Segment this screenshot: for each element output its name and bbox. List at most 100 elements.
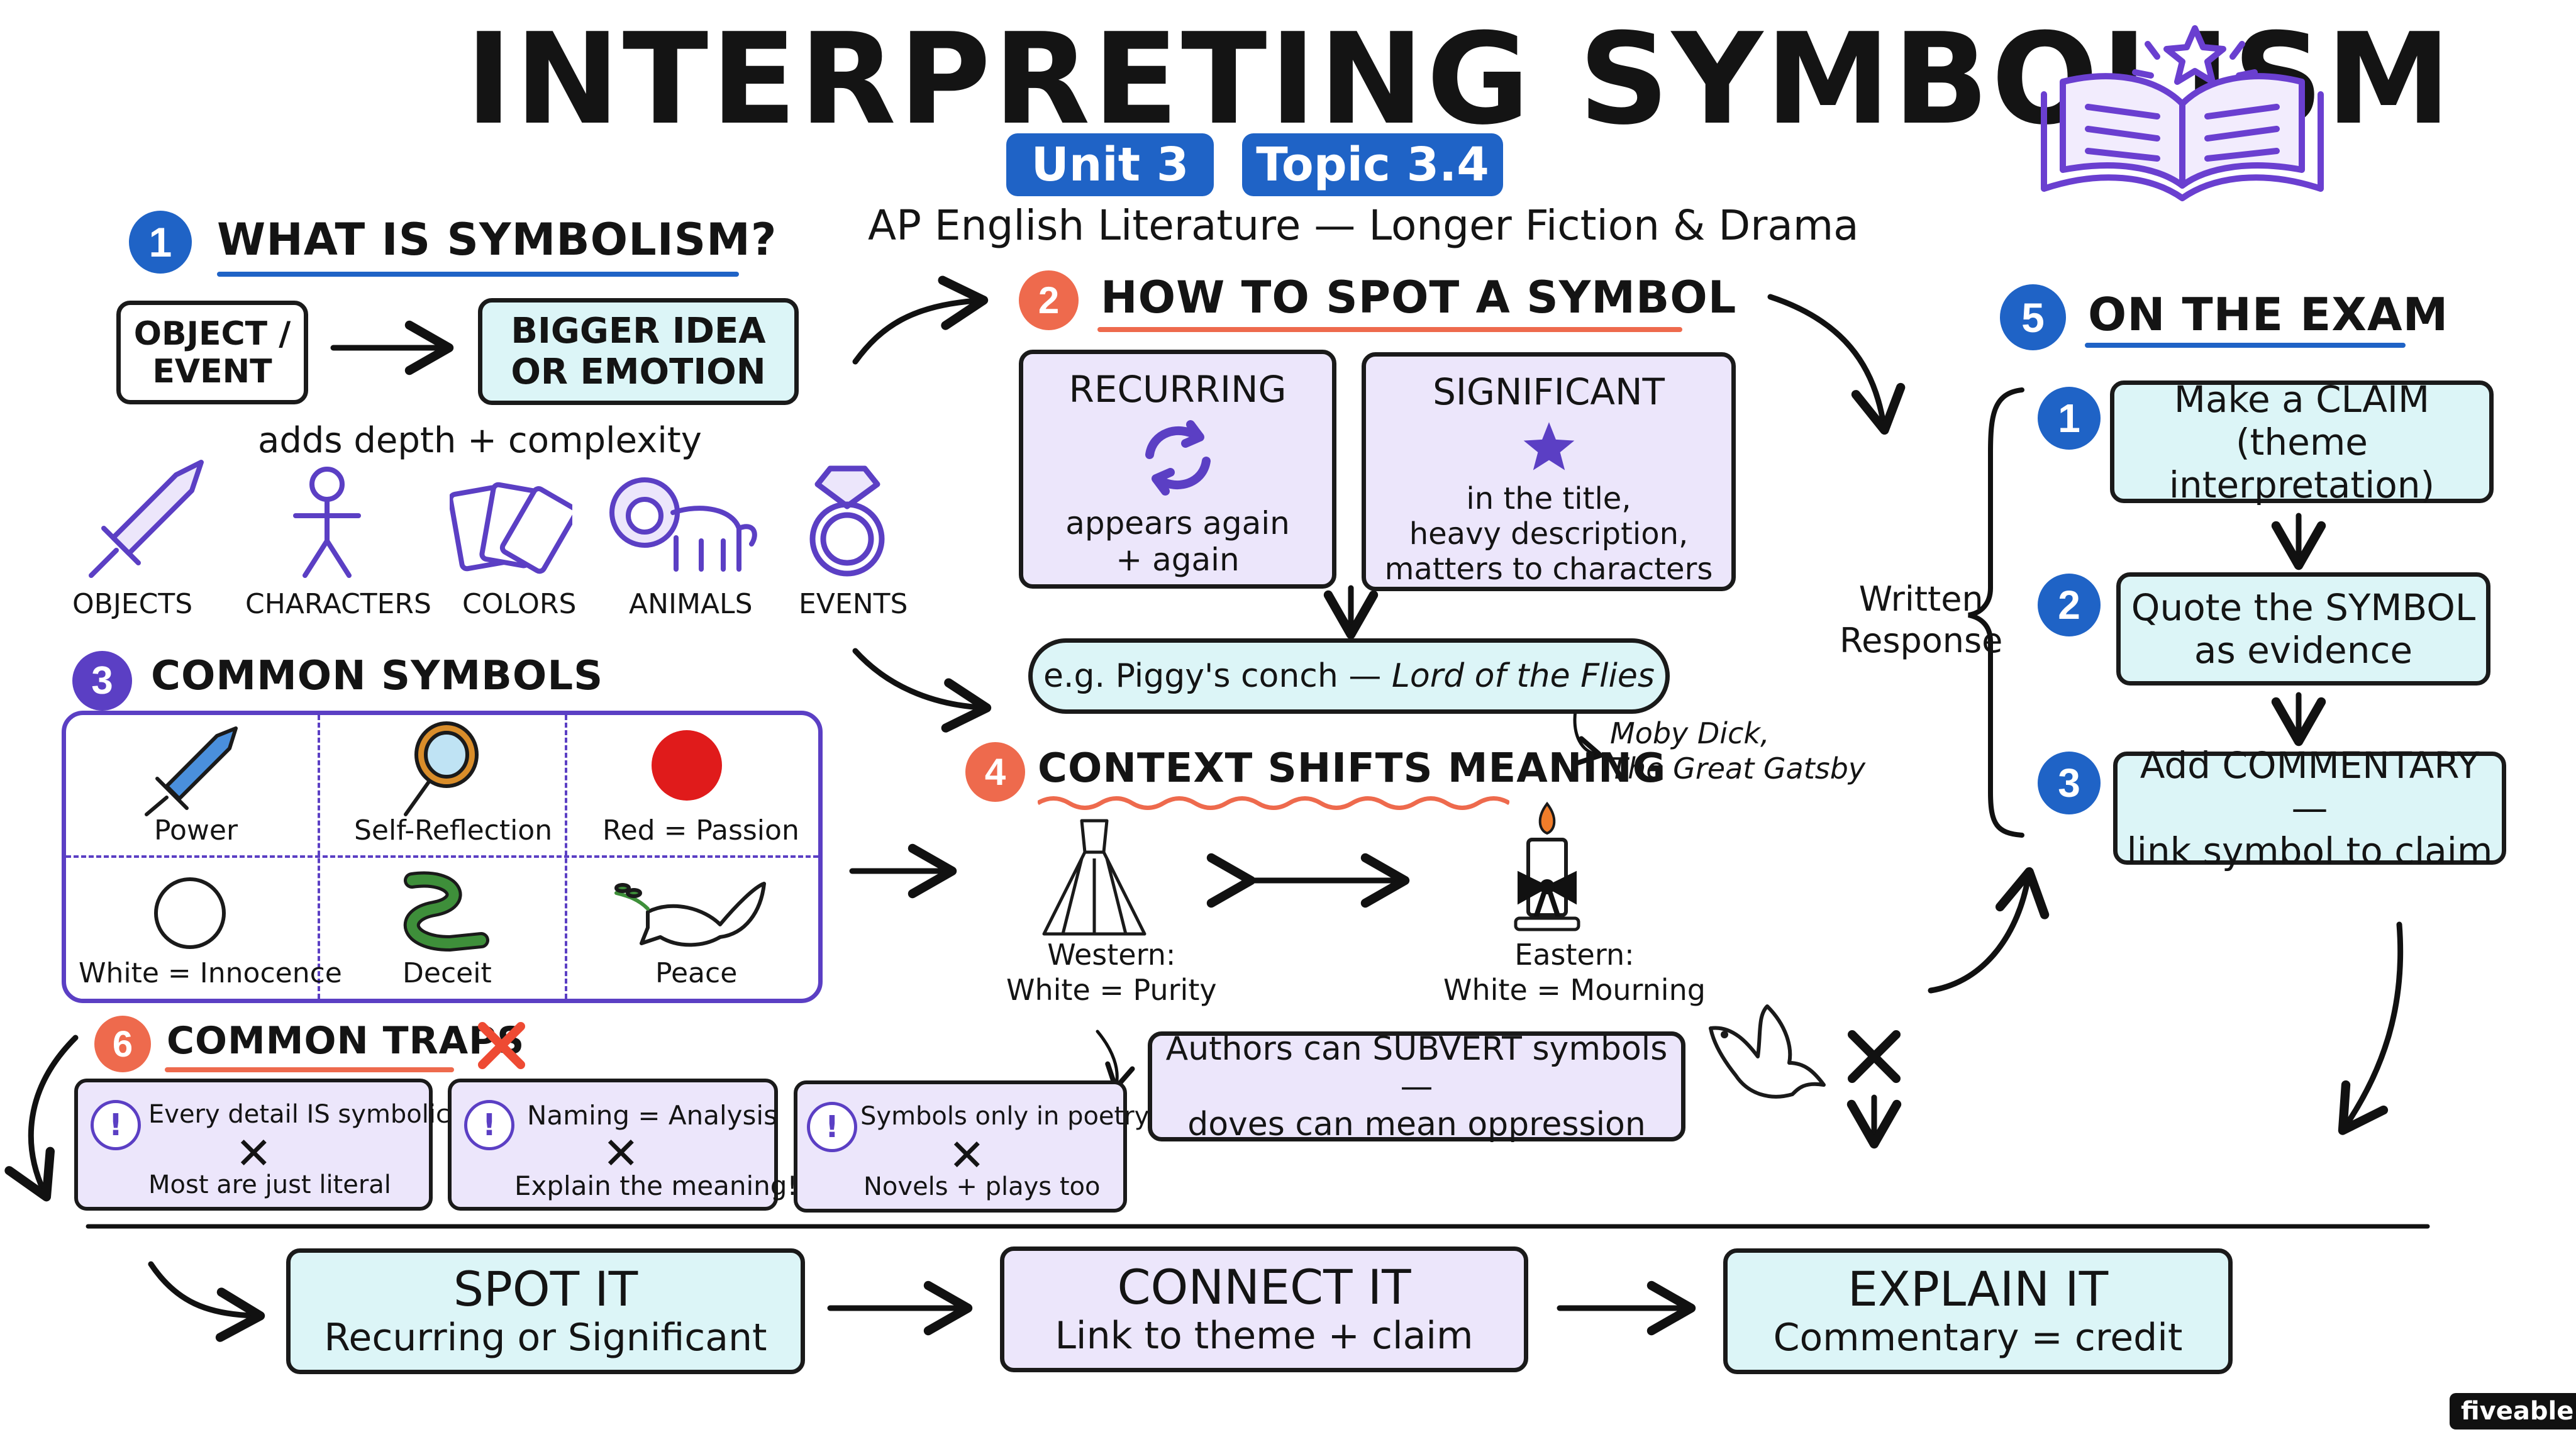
arrow-spot-to-exam bbox=[1767, 294, 1906, 435]
exam-step-3-line-1: Add COMMENTARY — bbox=[2140, 744, 2480, 830]
grid-vline-2 bbox=[565, 715, 567, 999]
depth-caption: adds depth + complexity bbox=[258, 420, 702, 461]
topic-badge: Topic 3.4 bbox=[1242, 133, 1503, 196]
sword-icon bbox=[89, 460, 204, 578]
warning-icon: ! bbox=[464, 1100, 514, 1150]
other-example-2: The Great Gatsby bbox=[1610, 752, 1866, 786]
significant-text-1: in the title, bbox=[1466, 481, 1631, 516]
recurring-text-2: + again bbox=[1116, 541, 1240, 578]
example-box: e.g. Piggy's conch — Lord of the Flies bbox=[1028, 638, 1670, 714]
lion-icon bbox=[609, 477, 757, 572]
trap-1-x: ✕ bbox=[235, 1128, 272, 1179]
ring-icon bbox=[809, 465, 885, 577]
exam-step-3-line-2: link symbol to claim bbox=[2126, 830, 2493, 872]
section-6-badge: 6 bbox=[94, 1016, 151, 1072]
section-5-underline bbox=[2085, 343, 2406, 348]
trap-2-bottom: Explain the meaning! bbox=[514, 1170, 798, 1201]
significant-box: SIGNIFICANT in the title, heavy descript… bbox=[1362, 352, 1736, 591]
trap-2-top: Naming = Analysis bbox=[527, 1100, 777, 1131]
arrow-types-to-example bbox=[852, 648, 992, 733]
section-6-heading: COMMON TRAPS bbox=[167, 1019, 525, 1063]
white-circle-icon bbox=[154, 877, 226, 949]
trap-3-top: Symbols only in poetry bbox=[860, 1102, 1150, 1131]
exam-step-3-box: Add COMMENTARY — link symbol to claim bbox=[2113, 744, 2506, 872]
grid-hline bbox=[66, 855, 818, 858]
section-1-heading: WHAT IS SYMBOLISM? bbox=[217, 214, 777, 265]
color-swatches-icon bbox=[450, 482, 572, 574]
section-4-wavy-underline bbox=[1038, 796, 1509, 810]
object-line-1: OBJECT / bbox=[133, 314, 291, 353]
warning-icon: ! bbox=[91, 1100, 141, 1150]
wedding-dress-icon bbox=[1042, 819, 1146, 936]
object-line-2: EVENT bbox=[152, 352, 272, 391]
section-1-underline bbox=[217, 272, 739, 277]
trap-card-2: ! Naming = Analysis ✕ Explain the meanin… bbox=[448, 1079, 797, 1211]
object-event-box: OBJECT / EVENT bbox=[116, 301, 308, 404]
exam-step-2-line-2: as evidence bbox=[2194, 629, 2413, 672]
exam-step-2-badge: 2 bbox=[2038, 574, 2101, 636]
flow-spot-sub: Recurring or Significant bbox=[324, 1316, 767, 1360]
sword-symbol-icon bbox=[145, 726, 238, 816]
trap-1-top: Every detail IS symbolic bbox=[148, 1100, 450, 1129]
subvert-box: Authors can SUBVERT symbols — doves can … bbox=[1148, 1030, 1685, 1143]
eastern-label: Eastern: White = Mourning bbox=[1443, 937, 1706, 1008]
recurring-text-1: appears again bbox=[1065, 505, 1290, 541]
stick-figure-icon bbox=[293, 467, 361, 578]
dove-olive-icon bbox=[614, 882, 766, 947]
refresh-icon bbox=[1145, 420, 1211, 496]
western-label: Western: White = Purity bbox=[1006, 937, 1217, 1008]
brand-logo: fiveable bbox=[2450, 1393, 2576, 1430]
warning-icon: ! bbox=[807, 1102, 857, 1152]
page-subtitle: AP English Literature — Longer Fiction &… bbox=[868, 201, 1859, 250]
grid-vline-1 bbox=[318, 715, 320, 999]
flow-spot-it: SPOT IT Recurring or Significant bbox=[286, 1248, 805, 1374]
red-x-icon bbox=[478, 1022, 525, 1069]
exam-step-1-line-1: Make a CLAIM bbox=[2174, 377, 2430, 421]
flow-explain-sub: Commentary = credit bbox=[1773, 1316, 2183, 1360]
symbol-label-deceit: Deceit bbox=[402, 957, 492, 989]
idea-line-1: BIGGER IDEA bbox=[511, 311, 766, 352]
section-4-heading: CONTEXT SHIFTS MEANING bbox=[1038, 745, 1667, 792]
example-prefix: e.g. Piggy's conch — bbox=[1043, 657, 1392, 695]
arrow-section1-to-section2 bbox=[852, 275, 989, 365]
candle-ribbon-icon bbox=[1514, 801, 1580, 931]
written-line-2: Response bbox=[1840, 621, 2003, 660]
section-2-heading: HOW TO SPOT A SYMBOL bbox=[1101, 272, 1737, 323]
snake-icon bbox=[403, 871, 489, 952]
symbol-label-red: Red = Passion bbox=[602, 814, 799, 847]
written-line-1: Written bbox=[1858, 579, 1984, 619]
trap-3-x: ✕ bbox=[948, 1130, 985, 1181]
eastern-line-2: White = Mourning bbox=[1443, 973, 1706, 1007]
type-label-characters: CHARACTERS bbox=[245, 588, 431, 620]
trap-2-x: ✕ bbox=[602, 1128, 640, 1179]
western-line-1: Western: bbox=[1047, 938, 1176, 972]
red-circle-icon bbox=[652, 730, 722, 801]
eastern-line-1: Eastern: bbox=[1514, 938, 1635, 972]
flow-connect-title: CONNECT IT bbox=[1117, 1259, 1411, 1315]
section-3-heading: COMMON SYMBOLS bbox=[151, 653, 604, 699]
arrow-bottom-start bbox=[148, 1261, 265, 1342]
type-label-objects: OBJECTS bbox=[72, 588, 193, 620]
trap-card-3: ! Symbols only in poetry ✕ Novels + play… bbox=[794, 1080, 1149, 1213]
written-response-label: Written Response bbox=[1840, 579, 2002, 662]
exam-step-3-badge: 3 bbox=[2038, 752, 2101, 814]
subvert-line-2: doves can mean oppression bbox=[1187, 1105, 1646, 1143]
bigger-idea-box: BIGGER IDEA OR EMOTION bbox=[478, 298, 799, 405]
open-book-icon bbox=[2041, 25, 2324, 201]
arrow-dove-to-exam bbox=[1928, 867, 2050, 994]
significant-text-3: matters to characters bbox=[1384, 552, 1713, 587]
type-label-events: EVENTS bbox=[799, 588, 908, 620]
recurring-title: RECURRING bbox=[1069, 368, 1287, 411]
other-examples: Moby Dick, The Great Gatsby bbox=[1610, 716, 1865, 786]
section-5-heading: ON THE EXAM bbox=[2088, 288, 2449, 341]
type-label-animals: ANIMALS bbox=[629, 588, 753, 620]
type-label-colors: COLORS bbox=[462, 588, 577, 620]
subvert-line-1: Authors can SUBVERT symbols — bbox=[1165, 1030, 1668, 1106]
unit-badge: Unit 3 bbox=[1006, 133, 1214, 196]
exam-step-1-line-2: (theme interpretation) bbox=[2168, 420, 2435, 506]
flow-explain-it: EXPLAIN IT Commentary = credit bbox=[1723, 1248, 2233, 1374]
trap-card-1: ! Every detail IS symbolic ✕ Most are ju… bbox=[74, 1079, 450, 1211]
common-symbols-grid bbox=[62, 711, 823, 1003]
symbol-label-self-reflection: Self-Reflection bbox=[354, 814, 553, 847]
other-example-1: Moby Dick, bbox=[1610, 716, 1770, 750]
